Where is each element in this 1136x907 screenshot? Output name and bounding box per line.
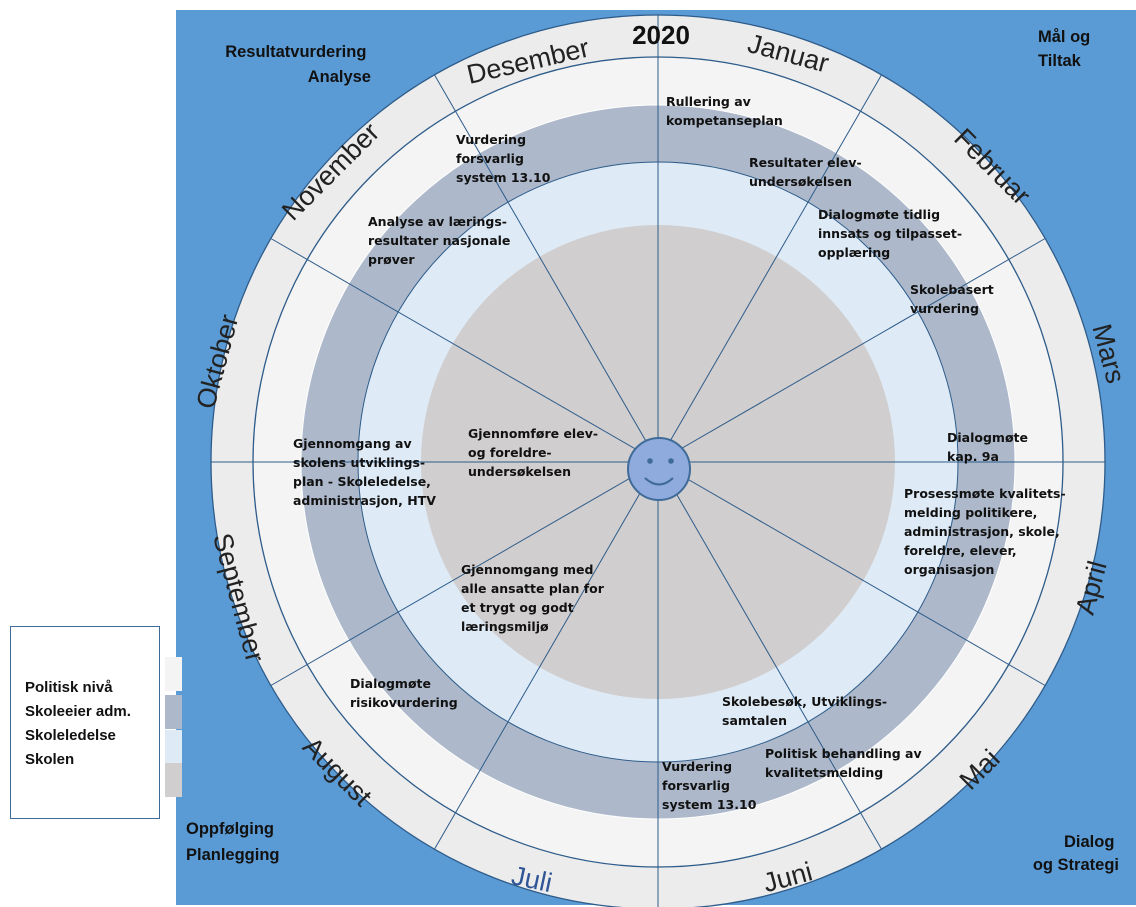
- activity-line: opplæring: [818, 245, 890, 260]
- legend-swatch-skolen: [165, 763, 182, 797]
- activity-line: samtalen: [722, 713, 787, 728]
- corner-bottom-left-line-2: Planlegging: [186, 846, 280, 864]
- corner-bottom-right-line-2: og Strategi: [1033, 856, 1119, 874]
- activity-rullering: Rullering av kompetanseplan: [666, 94, 783, 128]
- divider-line: [657, 461, 882, 850]
- month-dividers: [211, 15, 1105, 907]
- corner-top-left-line-1: Resultatvurdering: [225, 43, 366, 61]
- legend-box: Politisk nivå Skoleeier adm. Skoleledels…: [10, 626, 160, 819]
- activity-line: Skolebasert: [910, 282, 994, 297]
- legend-swatch-skoleeier: [165, 695, 182, 729]
- divider-line: [657, 74, 882, 463]
- activity-line: Dialogmøte: [350, 676, 431, 691]
- activity-skolebasert: Skolebasert vurdering: [910, 282, 994, 316]
- divider-line: [270, 461, 659, 686]
- corner-bottom-left: Oppfølging Planlegging: [186, 820, 280, 864]
- activity-line: Vurdering: [662, 759, 732, 774]
- smiley-icon: [627, 437, 691, 501]
- activity-line: forsvarlig: [456, 151, 524, 166]
- activity-line: undersøkelsen: [749, 174, 852, 189]
- activity-line: et trygt og godt: [461, 600, 574, 615]
- corner-top-right-line-2: Tiltak: [1038, 52, 1082, 70]
- divider-line: [434, 461, 659, 850]
- year-label: 2020: [632, 20, 690, 50]
- activity-line: organisasjon: [904, 562, 994, 577]
- activity-line: læringsmiljø: [461, 619, 549, 634]
- activity-line: Dialogmøte: [947, 430, 1028, 445]
- activity-line: vurdering: [910, 301, 979, 316]
- activity-line: og foreldre-: [468, 445, 552, 460]
- corner-bottom-left-line-1: Oppfølging: [186, 820, 274, 838]
- legend-swatch-skoleledelse: [165, 730, 182, 764]
- corner-top-right: Mål og Tiltak: [1038, 28, 1095, 70]
- activity-line: Rullering av: [666, 94, 751, 109]
- activity-line: forsvarlig: [662, 778, 730, 793]
- activity-line: Gjennomføre elev-: [468, 426, 598, 441]
- activity-line: kompetanseplan: [666, 113, 783, 128]
- activity-prosessmote: Prosessmøte kvalitets-melding politikere…: [904, 486, 1066, 577]
- activity-line: Resultater elev-: [749, 155, 862, 170]
- activity-line: risikovurdering: [350, 695, 458, 710]
- legend-item-skolen: Skolen: [25, 751, 75, 768]
- activity-gjennomfore: Gjennomføre elev-og foreldre-undersøkels…: [468, 426, 598, 479]
- legend-item-politisk: Politisk nivå: [25, 679, 113, 696]
- activity-line: alle ansatte plan for: [461, 581, 605, 596]
- activity-line: innsats og tilpasset-: [818, 226, 962, 241]
- activity-gjennomgang-ansatte: Gjennomgang med alle ansatte plan for et t…: [461, 562, 605, 634]
- activity-line: plan - Skoleledelse,: [293, 474, 431, 489]
- corner-bottom-right-line-1: Dialog: [1064, 833, 1114, 851]
- divider-line: [434, 74, 659, 463]
- activity-line: administrasjon, skole,: [904, 524, 1060, 539]
- activity-dialogmote-risiko: Dialogmøte risikovurdering: [350, 676, 458, 710]
- activity-line: Gjennomgang med: [461, 562, 593, 577]
- divider-line: [657, 461, 1046, 686]
- activity-line: melding politikere,: [904, 505, 1037, 520]
- activity-line: foreldre, elever,: [904, 543, 1017, 558]
- corner-top-left: Resultatvurdering Analyse: [225, 43, 371, 86]
- activity-line: administrasjon, HTV: [293, 493, 436, 508]
- activity-line: kap. 9a: [947, 449, 999, 464]
- activity-line: resultater nasjonale: [368, 233, 510, 248]
- corner-bottom-right: Dialog og Strategi: [1033, 833, 1119, 874]
- corner-top-left-line-2: Analyse: [308, 68, 371, 86]
- legend-swatch-politisk: [165, 657, 182, 691]
- divider-line: [657, 238, 1046, 463]
- activity-line: Gjennomgang av: [293, 436, 412, 451]
- activity-line: system 13.10: [662, 797, 757, 812]
- activity-analyse: Analyse av lærings-resultater nasjonale p…: [368, 214, 510, 267]
- activity-resultater-elev: Resultater elev-undersøkelsen: [749, 155, 862, 189]
- activity-skolebesok: Skolebesøk, Utviklings-samtalen: [722, 694, 887, 728]
- legend-item-skoleledelse: Skoleledelse: [25, 727, 116, 744]
- activity-line: Analyse av lærings-: [368, 214, 507, 229]
- divider-line: [270, 238, 659, 463]
- activity-vurdering-juli: Vurdering forsvarlig system 13.10: [662, 759, 757, 812]
- activity-line: kvalitetsmelding: [765, 765, 883, 780]
- activity-line: Skolebesøk, Utviklings-: [722, 694, 887, 709]
- activity-line: Politisk behandling av: [765, 746, 922, 761]
- activity-gjennomgang-utvikling: Gjennomgang av skolens utviklings-plan - …: [293, 436, 436, 508]
- activity-line: Dialogmøte tidlig: [818, 207, 940, 222]
- activity-line: undersøkelsen: [468, 464, 571, 479]
- activity-line: prøver: [368, 252, 415, 267]
- corner-top-right-line-1: Mål og: [1038, 28, 1090, 46]
- activity-dialogmote-tidlig: Dialogmøte tidlig innsats og tilpasset-op…: [818, 207, 962, 260]
- activity-line: system 13.10: [456, 170, 551, 185]
- activity-politisk-behandling: Politisk behandling av kvalitetsmelding: [765, 746, 922, 780]
- activity-vurdering-des: Vurdering forsvarlig system 13.10: [456, 132, 551, 185]
- activity-line: skolens utviklings-: [293, 455, 425, 470]
- activity-line: Vurdering: [456, 132, 526, 147]
- legend-item-skoleeier: Skoleeier adm.: [25, 703, 131, 720]
- activity-dialogmote-9a: Dialogmøte kap. 9a: [947, 430, 1028, 464]
- activity-line: Prosessmøte kvalitets-: [904, 486, 1066, 501]
